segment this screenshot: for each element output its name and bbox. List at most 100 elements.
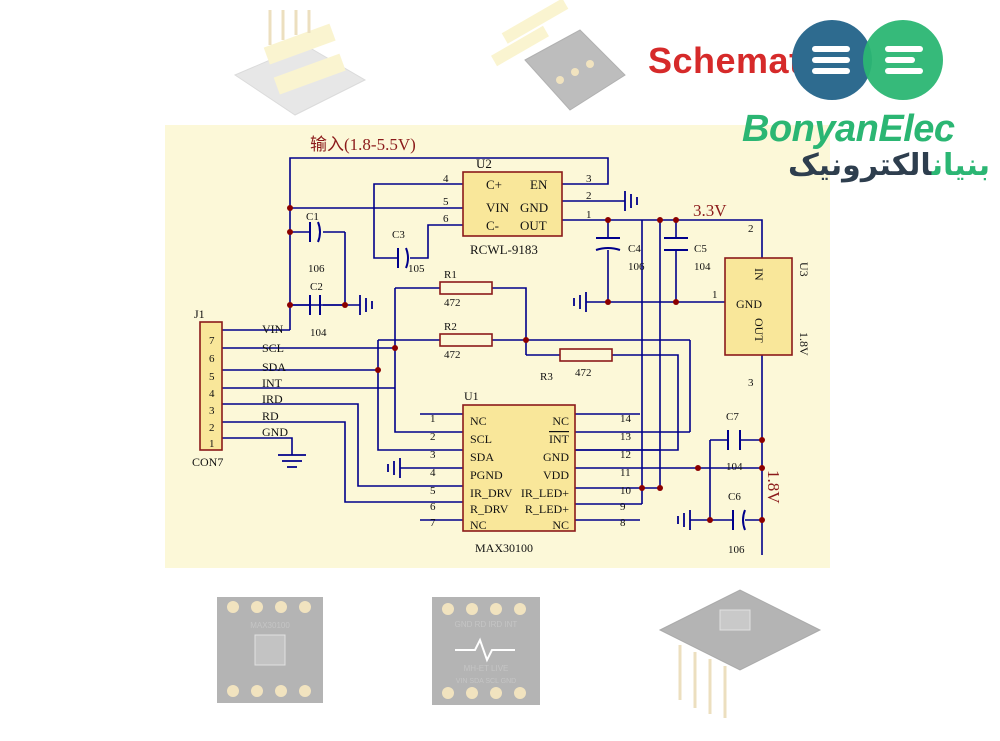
c3-symbol [397,247,409,269]
c5-value: 104 [694,261,711,273]
c3-value: 105 [408,263,425,275]
u1-left-1-num: 1 [430,413,436,425]
j1-pin-1: 1 [209,438,215,450]
u3-pin2: 2 [748,223,754,235]
c1-value: 106 [308,263,325,275]
u2-name: RCWL-9183 [470,242,538,257]
v33-label: 3.3V [693,201,727,220]
brand-name-ar: بنیانالکترونیک [742,148,990,183]
u3-out-label: OUT [752,318,766,343]
c2-value: 104 [310,327,327,339]
board-chip-label: MAX30100 [250,621,290,630]
brand-name-en-part1: Bonyan [742,108,879,150]
c2-ref: C2 [310,281,323,293]
c1-ref: C1 [306,211,319,223]
j1-signal-vin: VIN [262,322,284,336]
board-photo-top-middle [491,0,626,111]
r3-ref: R3 [540,371,553,383]
u1-right-9-name: R_LED+ [525,502,569,516]
brand-name-ar-part1: بنیان [931,148,990,183]
j1-connector [199,321,223,451]
u2-pin-right-2-num: 2 [586,190,592,202]
brand-name-en: BonyanElec [742,108,955,151]
u2-pin-left-1-name: C+ [486,177,502,192]
c4-ref: C4 [628,243,641,255]
u1-left-6-name: R_DRV [470,502,509,516]
u1-right-12-num: 12 [620,449,631,461]
c2-symbol [309,295,321,315]
j1-pin-5: 5 [209,371,215,383]
u2-chip [462,171,563,237]
c7-value: 104 [726,461,743,473]
u1-left-7-num: 7 [430,517,436,529]
u2-pin-left-2-num: 5 [443,196,449,208]
u1-right-11-num: 11 [620,467,631,479]
ground-symbols [278,191,691,530]
u1-right-8-num: 8 [620,517,626,529]
j1-pin-2: 2 [209,422,215,434]
u2-pin-left-2-name: VIN [486,200,510,215]
u3-chip [724,257,793,356]
u1-left-4-name: PGND [470,468,503,482]
u1-left-5-name: IR_DRV [470,486,513,500]
capacitors [309,221,746,531]
c4-symbol [595,237,621,251]
u1-left-3-num: 3 [430,449,436,461]
j1-signal-gnd: GND [262,425,288,439]
gnd-c6 [677,510,691,530]
u1-chip [462,404,576,532]
u2-pin-right-3-name: OUT [520,218,547,233]
r2-body [439,333,493,347]
u1-left-4-num: 4 [430,467,436,479]
board-photo-bottom-left: MAX30100 [217,597,323,703]
board-bottom-labels: VIN SDA SCL GND [456,678,516,685]
u1-right-10-name: IR_LED+ [521,486,569,500]
r1-body [439,281,493,295]
board-brand-label: MH-ET LIVE [464,664,509,673]
j1-pin-6: 6 [209,353,215,365]
u1-left-7-name: NC [470,518,487,532]
u2-pin-left-1-num: 4 [443,173,449,185]
j1-signal-sda: SDA [262,360,286,374]
gnd-c2 [359,295,373,315]
r1-value: 472 [444,297,461,309]
u3-in-label: IN [752,268,766,281]
u1-left-5-num: 5 [430,485,436,497]
v18-label: 1.8V [764,470,783,504]
c3-ref: C3 [392,229,405,241]
u1-left-2-num: 2 [430,431,436,443]
c6-symbol [732,509,746,531]
u2-pin-left-3-name: C- [486,218,499,233]
j1-pin-3: 3 [209,405,215,417]
j1-signal-ird: IRD [262,392,283,406]
r1-ref: R1 [444,269,457,281]
gnd-u1-pgnd [387,458,401,478]
wires [222,157,763,555]
u2-pin-right-2-name: GND [520,200,548,215]
gnd-u3 [573,292,587,312]
u2-pin-right-1-name: EN [530,177,548,192]
resistors [439,281,613,362]
c1-symbol [309,221,321,243]
brand-name-ar-part2: الکترونیک [787,148,932,183]
u3-gnd-label: GND [736,297,762,311]
u1-right-14-num: 14 [620,413,632,425]
u3-pin3: 3 [748,377,754,389]
j1-name: CON7 [192,455,223,469]
bonyanelec-logo-icon [792,20,943,100]
u3-ref: U3 [797,262,811,277]
u1-right-13-name: INT [549,432,570,446]
gnd-connector [278,454,306,468]
board-photo-bottom-right [658,589,822,718]
junction-dots [287,205,765,523]
brand-name-en-part2: Elec [878,108,955,150]
c7-ref: C7 [726,411,739,423]
u2-pin-right-1-num: 3 [586,173,592,185]
c6-value: 106 [728,544,745,556]
board-photo-top-left [233,10,367,116]
r2-value: 472 [444,349,461,361]
board-photo-bottom-middle: GND RD IRD INT MH-ET LIVE VIN SDA SCL GN… [432,597,540,705]
input-voltage-label: 输入(1.8-5.5V) [310,135,416,154]
u1-right-9-num: 9 [620,501,626,513]
